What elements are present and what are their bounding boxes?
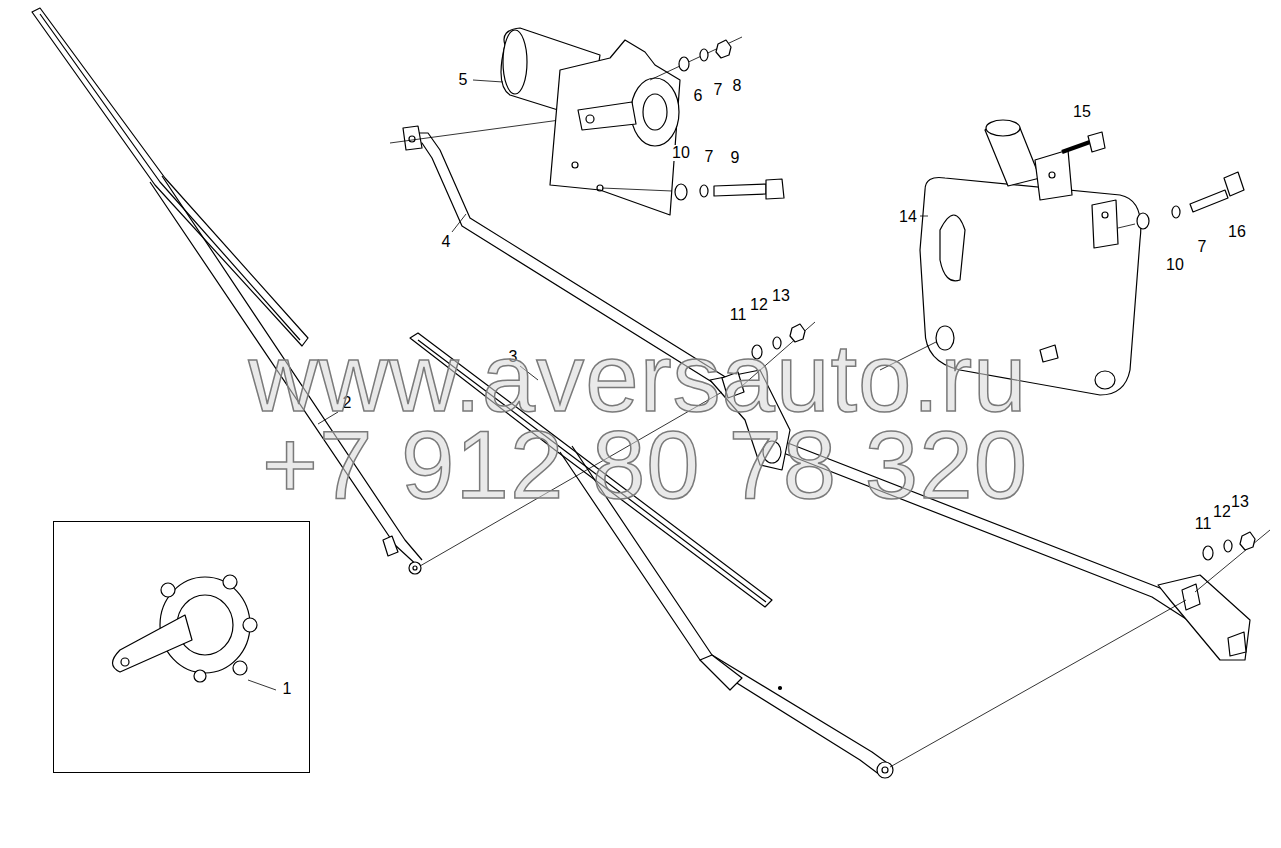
callout-number: 5 (458, 72, 469, 88)
watermark: www.aversauto.ru (249, 330, 1028, 426)
callout-number: 13 (1230, 494, 1250, 510)
callout-number: 13 (771, 288, 791, 304)
callout-number: 4 (441, 234, 452, 250)
callout-number: 14 (898, 209, 918, 225)
callout-number: 16 (1227, 224, 1247, 240)
callout-number: 9 (730, 150, 741, 166)
callout-number: 7 (713, 82, 724, 98)
inset-frame: 1 (53, 521, 310, 773)
callout-number: 7 (1197, 239, 1208, 255)
callout-number: 10 (671, 145, 691, 161)
callout-number: 11 (1194, 516, 1213, 532)
callout-number: 6 (693, 88, 704, 104)
callout-number: 15 (1072, 104, 1092, 120)
callout-number: 10 (1165, 257, 1185, 273)
callout-number: 8 (732, 78, 743, 94)
callout-number: 7 (704, 149, 715, 165)
callout-number: 1 (282, 681, 293, 697)
callout-number: 12 (1212, 504, 1232, 520)
watermark: +7 912 80 78 320 (262, 417, 1028, 513)
callout-number: 12 (749, 297, 769, 313)
callout-number: 11 (729, 307, 748, 323)
